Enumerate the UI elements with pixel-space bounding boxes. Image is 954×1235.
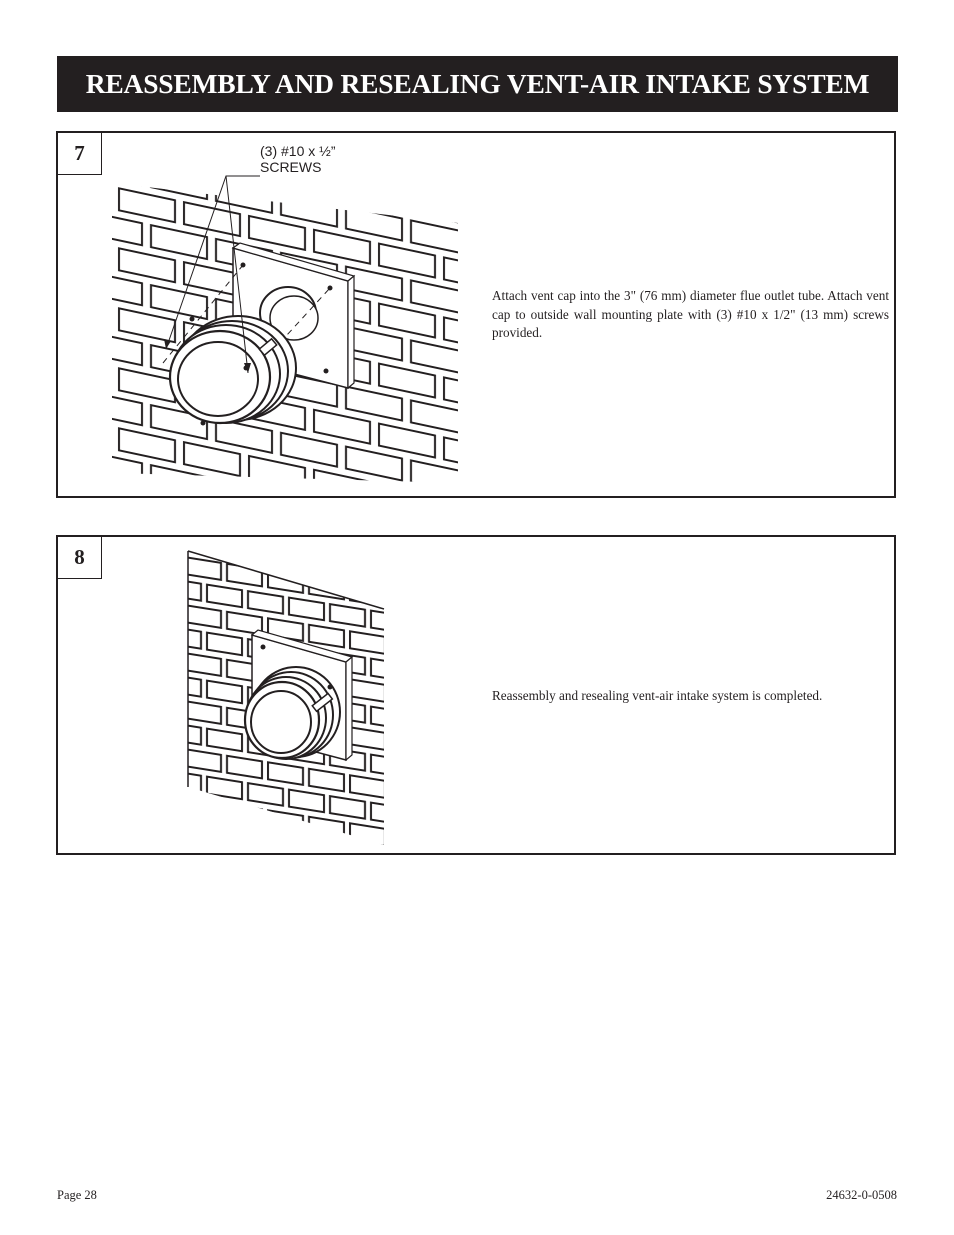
screws-callout: (3) #10 x ½” SCREWS (260, 143, 335, 175)
callout-line-2: SCREWS (260, 159, 322, 175)
step-8-panel: 8 Reassembly and reseali (56, 535, 896, 855)
section-title: REASSEMBLY AND RESEALING VENT-AIR INTAKE… (85, 68, 870, 99)
step-number: 7 (58, 133, 102, 175)
page-number: Page 28 (57, 1188, 97, 1202)
step-7-panel: 7 (3) #10 x ½” SCREWS (56, 131, 896, 498)
step-8-description: Reassembly and resealing vent-air intake… (492, 688, 823, 703)
step-number: 8 (58, 537, 102, 579)
step-7-description: Attach vent cap into the 3" (76 mm) diam… (492, 288, 889, 340)
section-title-banner: REASSEMBLY AND RESEALING VENT-AIR INTAKE… (57, 56, 898, 112)
callout-line-1: (3) #10 x ½” (260, 143, 336, 159)
document-number: 24632-0-0508 (826, 1188, 897, 1202)
vent-cap-install-illustration (112, 175, 458, 483)
completed-vent-illustration (187, 550, 385, 845)
